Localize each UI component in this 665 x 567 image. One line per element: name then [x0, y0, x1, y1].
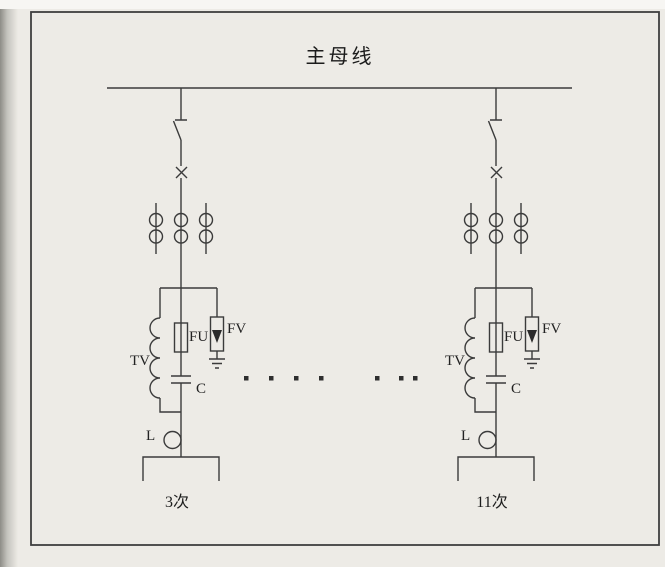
- breaker-icon: [490, 166, 503, 179]
- fu-label: FU: [504, 329, 523, 345]
- filter-terminal-bracket: [142, 456, 220, 481]
- c-label: C: [511, 381, 521, 397]
- l-label: L: [146, 428, 155, 444]
- ellipsis-dots: [244, 376, 418, 381]
- voltage-transformer-icon: [149, 288, 181, 413]
- ground-icon: [524, 358, 540, 369]
- filter-terminal-bracket: [457, 456, 535, 481]
- branch-name-label: 3次: [165, 493, 189, 511]
- scan-shadow-left: [0, 0, 18, 567]
- capacitor-icon: [171, 375, 191, 384]
- c-label: C: [196, 381, 206, 397]
- tv-label: TV: [130, 353, 150, 369]
- fuse-icon: [173, 322, 189, 353]
- l-label: L: [461, 428, 470, 444]
- ground-icon: [209, 358, 225, 369]
- scan-margin-top: [0, 0, 665, 9]
- fv-label: FV: [542, 321, 561, 337]
- ct-windings-icon: [148, 203, 214, 254]
- filter-branch-3rd: TV FU FV C L 3次: [130, 88, 246, 511]
- arrester-icon: [209, 288, 225, 369]
- breaker-icon: [175, 166, 188, 179]
- disconnector-icon: [172, 119, 187, 141]
- ct-windings-icon: [463, 203, 529, 254]
- tv-label: TV: [445, 353, 465, 369]
- branch-name-label: 11次: [476, 493, 507, 511]
- fv-label: FV: [227, 321, 246, 337]
- fu-label: FU: [189, 329, 208, 345]
- disconnector-icon: [487, 119, 502, 141]
- voltage-transformer-icon: [464, 288, 496, 413]
- diagram-frame: [30, 11, 660, 546]
- capacitor-icon: [486, 375, 506, 384]
- reactor-icon: [478, 430, 497, 450]
- diagram-title: 主母线: [306, 45, 375, 68]
- fuse-icon: [488, 322, 504, 353]
- arrester-icon: [524, 288, 540, 369]
- reactor-icon: [163, 430, 182, 450]
- filter-branch-11th: TV FU FV C L 11次: [445, 88, 561, 511]
